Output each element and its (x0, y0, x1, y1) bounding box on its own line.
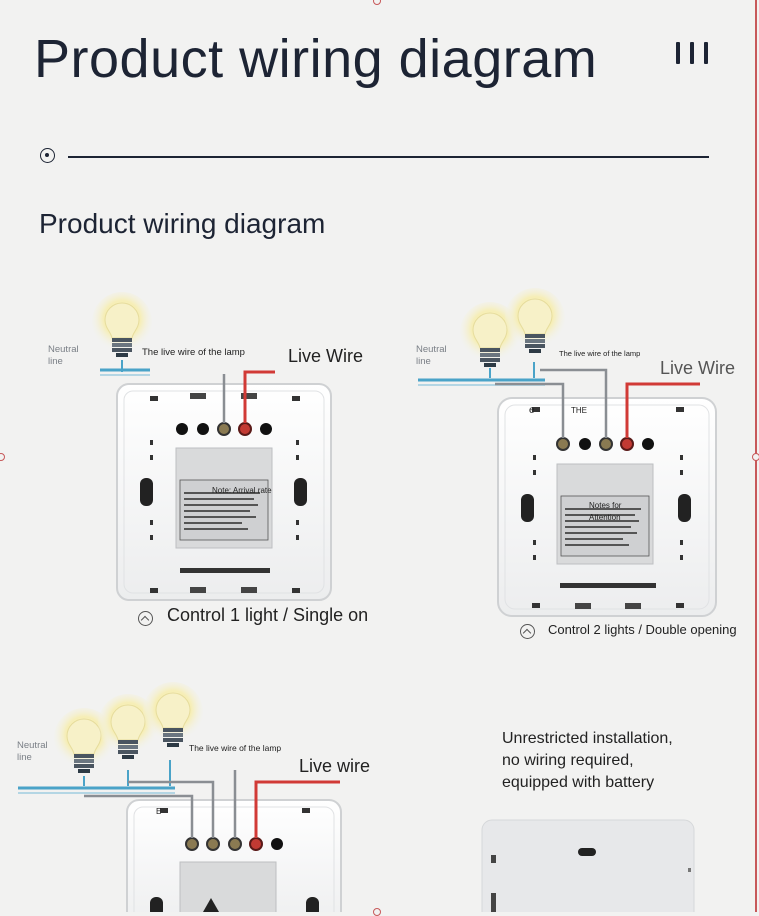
chevron-up-icon (138, 611, 153, 626)
terminal-label-the: THE (571, 406, 587, 415)
note-label: Notes for Attention (589, 501, 622, 522)
edge-marker (373, 0, 381, 5)
neutral-line-label: Neutral line (48, 344, 79, 367)
edge-marker (0, 453, 5, 461)
lamp-wire-label: The live wire of the lamp (189, 743, 282, 753)
terminal-label-e: e (529, 405, 535, 416)
battery-description: Unrestricted installation, no wiring req… (502, 730, 673, 791)
page-title: Product wiring diagram (34, 29, 598, 89)
chevron-up-icon (520, 624, 535, 639)
caption-single: Control 1 light / Single on (167, 605, 369, 625)
menu-bars-icon (676, 42, 708, 64)
live-wire-label: Live Wire (660, 358, 736, 378)
edge-marker (752, 453, 759, 461)
target-circle-icon (40, 148, 55, 163)
divider-line (68, 156, 709, 158)
note-label: Note: Arrival rate (212, 486, 272, 495)
terminal-label-e: E (156, 807, 162, 816)
section-title: Product wiring diagram (39, 208, 326, 239)
lamp-wire-label: The live wire of the lamp (559, 349, 641, 358)
diagram-1 (91, 291, 332, 601)
live-wire-label: Live Wire (288, 346, 364, 366)
diagram-2 (418, 287, 717, 617)
lamp-wire-label: The live wire of the lamp (142, 347, 245, 358)
neutral-line-label: Neutral line (416, 344, 447, 367)
neutral-line-label: Neutral line (17, 740, 48, 763)
diagram-3 (18, 681, 342, 912)
live-wire-label: Live wire (299, 756, 371, 776)
battery-switch-device (481, 819, 695, 912)
caption-double: Control 2 lights / Double opening (548, 622, 737, 637)
